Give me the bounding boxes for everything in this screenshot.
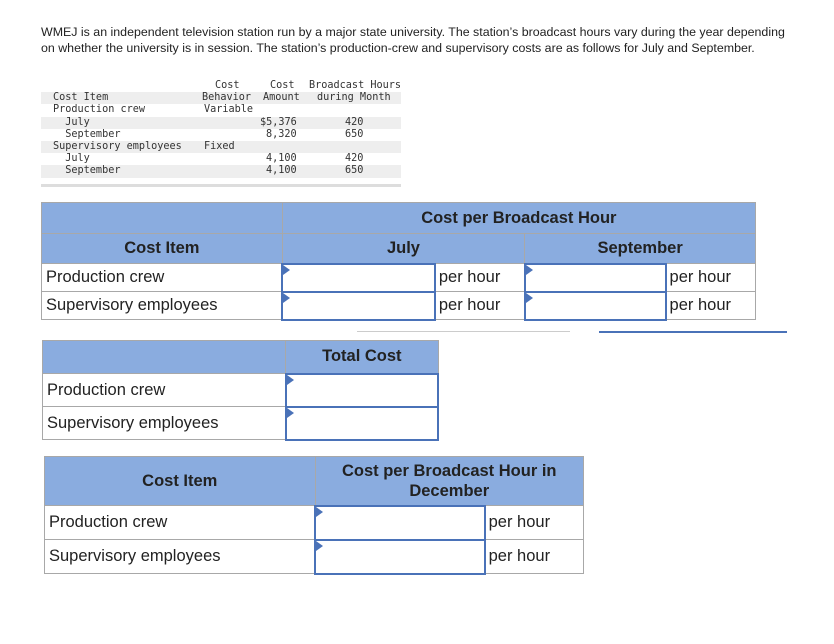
row-amount: $5,376 bbox=[260, 116, 297, 128]
header-cost-item: Cost Item bbox=[53, 92, 109, 104]
unit-label: per hour bbox=[665, 263, 756, 292]
table-row: Supervisory employees per hour per hour bbox=[41, 290, 756, 321]
header-cost-behavior-1: Cost bbox=[215, 80, 240, 91]
row-item: September bbox=[53, 165, 121, 177]
table-row: July $5,376 420 bbox=[41, 116, 401, 129]
col-header-december: Cost per Broadcast Hour in December bbox=[314, 456, 584, 506]
header-row-2: Cost Item Behavior Amount during Month bbox=[41, 92, 401, 105]
col-header-cost-item: Cost Item bbox=[41, 233, 283, 264]
row-label-supervisory-employees: Supervisory employees bbox=[44, 539, 316, 574]
unit-label: per hour bbox=[484, 539, 584, 574]
col-header-cost-item: Cost Item bbox=[44, 456, 316, 506]
header-hours-1: Broadcast Hours bbox=[309, 80, 402, 91]
input-marker-icon bbox=[286, 407, 294, 418]
input-marker-icon bbox=[316, 540, 323, 551]
table-row: September 4,100 650 bbox=[41, 165, 401, 178]
blank-header bbox=[41, 340, 287, 374]
table-row: September 8,320 650 bbox=[41, 129, 401, 141]
divider-line bbox=[357, 331, 570, 332]
blank-header bbox=[41, 202, 283, 234]
row-hours: 650 bbox=[345, 128, 364, 140]
row-behavior: Fixed bbox=[204, 140, 235, 152]
unit-label: per hour bbox=[434, 291, 526, 320]
row-behavior: Variable bbox=[204, 104, 254, 116]
problem-statement: WMEJ is an independent television statio… bbox=[41, 25, 785, 55]
divider-line-blue bbox=[599, 331, 787, 333]
col-header-september: September bbox=[524, 233, 756, 264]
input-marker-icon bbox=[283, 264, 291, 275]
row-label-supervisory-employees: Supervisory employees bbox=[41, 291, 283, 320]
unit-label: per hour bbox=[434, 263, 526, 292]
row-item: July bbox=[53, 153, 90, 165]
table-row: Production crew bbox=[41, 372, 440, 408]
table-row: Supervisory employees bbox=[41, 405, 440, 441]
input-marker-icon bbox=[286, 374, 294, 385]
row-label-production-crew: Production crew bbox=[44, 505, 316, 540]
row-amount: 4,100 bbox=[266, 165, 297, 177]
cost-per-hour-table: Cost per Broadcast Hour Cost Item July S… bbox=[41, 202, 757, 321]
table-row: Production crew Variable bbox=[41, 104, 401, 116]
table-row: July 4,100 420 bbox=[41, 153, 401, 165]
table-row: Production crew per hour bbox=[44, 504, 584, 541]
december-cost-table: Cost Item Cost per Broadcast Hour in Dec… bbox=[44, 456, 584, 575]
unit-label: per hour bbox=[665, 291, 756, 320]
row-hours: 650 bbox=[345, 165, 364, 177]
table-row: Production crew per hour per hour bbox=[41, 262, 756, 293]
input-marker-icon bbox=[525, 264, 533, 275]
header-hours-2: during Month bbox=[317, 92, 391, 104]
table-row: Supervisory employees per hour bbox=[44, 538, 584, 575]
row-item: September bbox=[53, 128, 121, 140]
input-marker-icon bbox=[525, 292, 533, 303]
row-item: Production crew bbox=[53, 104, 146, 116]
header-cost-amount-1: Cost bbox=[270, 80, 295, 91]
table-bottom-rule bbox=[41, 184, 401, 187]
input-marker-icon bbox=[283, 292, 291, 303]
header-row-1: Cost Cost Broadcast Hours bbox=[41, 80, 401, 92]
unit-label: per hour bbox=[484, 505, 584, 540]
december-supervisory-input[interactable] bbox=[314, 538, 486, 575]
row-label-production-crew: Production crew bbox=[41, 263, 283, 292]
row-hours: 420 bbox=[345, 116, 364, 128]
table-row: Supervisory employees Fixed bbox=[41, 140, 401, 154]
col-header-july: July bbox=[281, 233, 526, 264]
row-label-production-crew: Production crew bbox=[41, 373, 287, 407]
input-marker-icon bbox=[316, 506, 323, 517]
row-amount: 4,100 bbox=[266, 153, 297, 165]
row-hours: 420 bbox=[345, 153, 364, 165]
cost-data-table: Cost Cost Broadcast Hours Cost Item Beha… bbox=[41, 80, 401, 187]
september-supervisory-input[interactable] bbox=[523, 290, 667, 321]
july-supervisory-input[interactable] bbox=[281, 290, 436, 321]
header-cost-behavior-2: Behavior bbox=[202, 92, 252, 104]
row-item: July bbox=[53, 116, 90, 128]
row-item: Supervisory employees bbox=[53, 140, 182, 152]
july-production-crew-input[interactable] bbox=[281, 262, 436, 293]
group-header-cost-per-hour: Cost per Broadcast Hour bbox=[281, 202, 757, 234]
row-label-supervisory-employees: Supervisory employees bbox=[41, 406, 287, 440]
col-header-total-cost: Total Cost bbox=[285, 340, 439, 374]
september-production-crew-input[interactable] bbox=[523, 262, 667, 293]
header-cost-amount-2: Amount bbox=[263, 92, 300, 104]
december-production-crew-input[interactable] bbox=[314, 504, 486, 541]
row-amount: 8,320 bbox=[266, 128, 297, 140]
total-cost-production-crew-input[interactable] bbox=[284, 372, 440, 408]
total-cost-supervisory-input[interactable] bbox=[284, 405, 440, 441]
total-cost-table: Total Cost Production crew Supervisory e… bbox=[41, 340, 440, 441]
